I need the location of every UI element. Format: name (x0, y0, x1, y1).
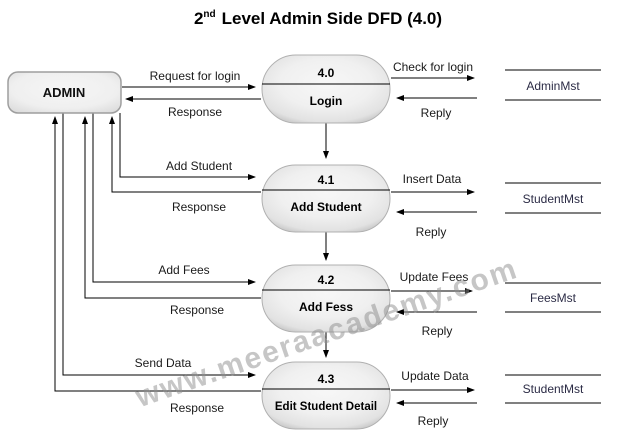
flow-response-add-fees-arrow (82, 116, 261, 299)
process-id: 4.1 (318, 173, 335, 187)
flow-reply-add-student-label: Reply (416, 225, 447, 239)
flow-response-add-student-arrow (109, 116, 261, 193)
process-add-fess: 4.2 Add Fess (261, 264, 391, 333)
admin-entity-label: ADMIN (43, 85, 86, 100)
process-oval (261, 164, 391, 233)
process-edit-student-detail: 4.3 Edit Student Detail (261, 361, 391, 430)
admin-entity-box (7, 71, 122, 114)
flow-request-add-student-arrow (119, 113, 256, 180)
flow-response-add-student-label: Response (172, 200, 226, 214)
flow-request-login-label: Request for login (150, 69, 241, 83)
flow-check-login-label: Check for login (393, 60, 473, 74)
datastore-name: AdminMst (526, 79, 580, 93)
flow-response-add-fees-label: Response (170, 303, 224, 317)
process-name: Add Student (290, 200, 361, 214)
process-add-student: 4.1 Add Student (261, 164, 391, 233)
process-login: 4.0 Login (261, 54, 391, 124)
flow-reply-login-label: Reply (421, 106, 452, 120)
datastore-name: StudentMst (523, 192, 584, 206)
process-name: Add Fess (299, 300, 353, 314)
admin-entity: ADMIN (7, 71, 122, 114)
flow-reply-edit-student-label: Reply (418, 414, 449, 428)
flow-update-fees-label: Update Fees (400, 270, 469, 284)
datastore-adminmst: AdminMst (505, 69, 601, 101)
flow-send-data-label: Send Data (135, 356, 192, 370)
flow-response-login-label: Response (168, 105, 222, 119)
flow-send-data-arrow (62, 113, 256, 378)
process-oval (261, 264, 391, 333)
process-oval (261, 54, 391, 124)
flow-request-add-fees-label: Add Fees (158, 263, 209, 277)
process-oval (261, 361, 391, 430)
datastore-feesmst: FeesMst (505, 282, 601, 313)
process-name: Login (310, 94, 343, 108)
datastore-name: FeesMst (530, 291, 577, 305)
flow-response-edit-student-label: Response (170, 401, 224, 415)
flow-request-add-student-label: Add Student (166, 159, 233, 173)
flow-request-add-fees-arrow (92, 113, 256, 285)
process-name: Edit Student Detail (275, 401, 377, 413)
flow-response-edit-student-arrow (52, 116, 261, 392)
flow-update-data-label: Update Data (401, 369, 469, 383)
datastore-name: StudentMst (523, 382, 584, 396)
process-id: 4.3 (318, 372, 335, 386)
flow-reply-add-fees-label: Reply (422, 324, 453, 338)
process-id: 4.2 (318, 273, 335, 287)
datastore-studentmst: StudentMst (505, 182, 601, 214)
datastore-studentmst-2: StudentMst (505, 374, 601, 404)
process-id: 4.0 (318, 66, 335, 80)
flow-insert-data-label: Insert Data (403, 172, 462, 186)
